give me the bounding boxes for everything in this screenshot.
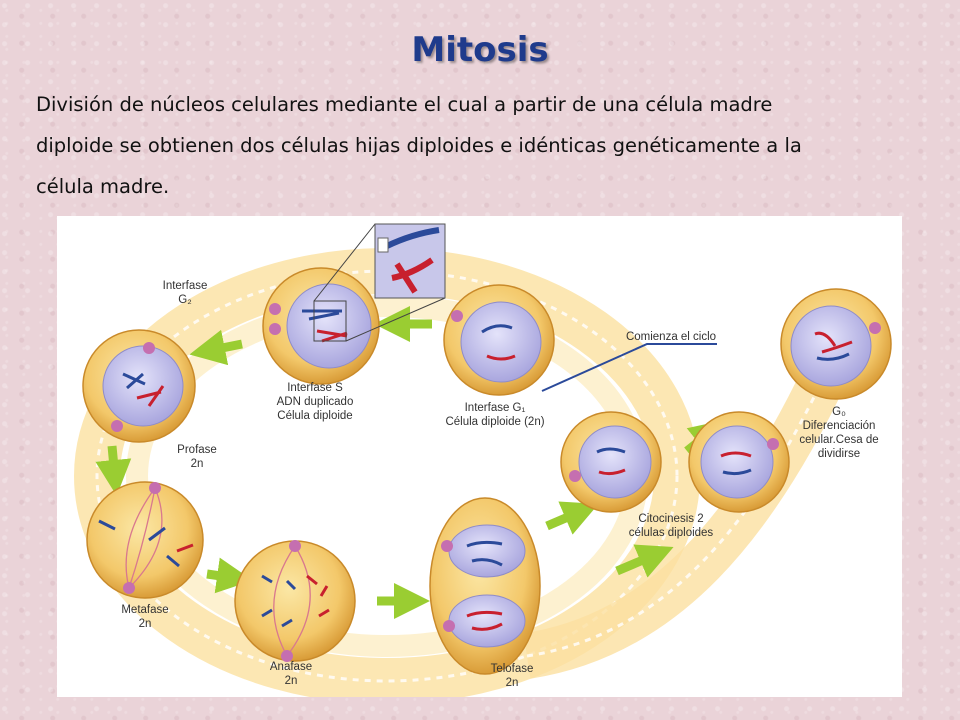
label-metafase-1: Metafase <box>121 604 168 616</box>
label-anafase-1: Anafase <box>270 661 312 673</box>
cell-profase <box>82 329 196 443</box>
cell-interfase-s <box>262 267 380 385</box>
callout-line <box>541 343 717 392</box>
diagram-labels: Interfase G₂ Interfase S ADN duplicado C… <box>121 280 878 689</box>
label-metafase-2: 2n <box>139 618 152 630</box>
label-interfase-g1-2: Célula diploide (2n) <box>445 416 544 428</box>
label-interfase-g1-1: Interfase G₁ <box>465 402 526 414</box>
cell-interfase-g1 <box>443 284 555 396</box>
label-interfase-g2-1: Interfase <box>163 280 208 292</box>
cell-metafase <box>86 481 204 599</box>
label-citocinesis-1: Citocinesis 2 <box>638 513 703 525</box>
label-profase-2: 2n <box>191 458 204 470</box>
label-interfase-s-3: Célula diploide <box>277 410 352 422</box>
label-g0-2: Diferenciación <box>803 420 876 432</box>
label-g0-1: G₀ <box>832 406 846 418</box>
cell-citocinesis-2 <box>688 411 790 513</box>
description-line-2: diploide se obtienen dos células hijas d… <box>36 134 802 157</box>
description-line-1: División de núcleos celulares mediante e… <box>36 93 773 116</box>
label-interfase-s-1: Interfase S <box>287 382 343 394</box>
mitosis-cycle-diagram: Interfase G₂ Interfase S ADN duplicado C… <box>74 223 892 697</box>
mitosis-cycle-figure: Interfase G₂ Interfase S ADN duplicado C… <box>57 216 902 697</box>
cell-citocinesis-1 <box>560 411 662 513</box>
page-title: Mitosis <box>411 30 549 70</box>
label-interfase-g2-2: G₂ <box>178 294 191 306</box>
cell-anafase <box>234 540 356 662</box>
label-telofase-2: 2n <box>506 677 519 689</box>
label-citocinesis-2: células diploides <box>629 527 714 539</box>
label-comienza-ciclo: Comienza el ciclo <box>626 331 716 343</box>
cell-telofase <box>429 497 541 675</box>
description-line-3: célula madre. <box>36 175 170 198</box>
label-telofase-1: Telofase <box>491 663 534 675</box>
label-g0-3: celular.Cesa de <box>799 434 878 446</box>
label-profase-1: Profase <box>177 444 217 456</box>
label-g0-4: dividirse <box>818 448 860 460</box>
cell-g0 <box>780 288 892 400</box>
centrosome-icon <box>451 310 463 322</box>
description: División de núcleos celulares mediante e… <box>36 84 916 207</box>
label-interfase-s-2: ADN duplicado <box>277 396 354 408</box>
label-anafase-2: 2n <box>285 675 298 687</box>
chromosome-zoom-inset <box>313 223 446 342</box>
